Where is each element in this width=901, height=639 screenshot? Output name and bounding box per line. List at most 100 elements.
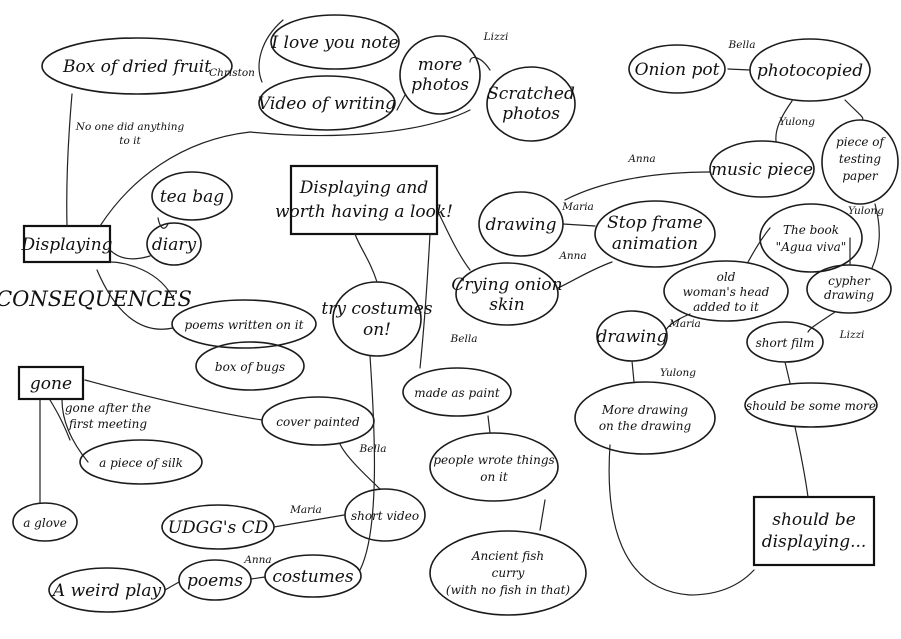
short-video-bubble (344, 488, 426, 542)
label-line: testing (839, 152, 881, 166)
connector-meeting-gone (49, 399, 71, 441)
connector-photos-displaying (99, 109, 471, 227)
connector-poems-displaying-2 (96, 269, 174, 330)
connector-costumes-displaying (354, 233, 378, 283)
label-line: costumes (272, 567, 353, 587)
label-line: on the drawing (599, 419, 692, 433)
node-shapes (12, 14, 899, 616)
label-line: cover painted (276, 415, 360, 429)
connector-video-cover (339, 443, 381, 490)
people-wrote-bubble (429, 432, 559, 502)
label-line: Yulong (779, 116, 815, 128)
label-line: music piece (711, 160, 813, 180)
label-line: gone after the (65, 401, 151, 415)
edge-label-lizzi-right: Lizzi (839, 329, 865, 341)
should-be-more-bubble (744, 382, 878, 428)
poems-written-bubble (171, 299, 317, 349)
label-line: poems written on it (185, 318, 304, 332)
video-writing-bubble (258, 75, 396, 131)
made-as-paint-label: made as paint (414, 386, 500, 400)
connector-fish-wrote (539, 499, 546, 531)
label-line: skin (489, 295, 524, 315)
photocopied-label: photocopied (757, 61, 863, 81)
label-line: Bella (450, 333, 478, 345)
cypher-drawing-bubble (806, 264, 892, 314)
connector-drawing-more (631, 360, 635, 383)
label-line: try costumes (321, 299, 432, 319)
label-line: people wrote things (433, 453, 554, 467)
connector-cypher-film (807, 311, 836, 333)
label-line: Maria (561, 201, 594, 213)
label-line: curry (492, 566, 525, 580)
connector-music-drawing (564, 171, 711, 201)
label-line: Bella (359, 443, 387, 455)
udggs-cd-label: UDGG's CD (168, 518, 269, 538)
connector-stop-crying (557, 261, 613, 289)
connector-should-displaying (794, 426, 809, 498)
poems-written-label: poems written on it (185, 318, 304, 332)
love-note-label: I love you note (270, 33, 398, 53)
box-bugs-label: box of bugs (215, 360, 285, 374)
label-line: box of bugs (215, 360, 285, 374)
label-line: diary (152, 235, 197, 255)
connector-drawing-stop (562, 223, 596, 227)
edge-label-yulong-3: Yulong (660, 367, 696, 379)
cover-painted-label: cover painted (276, 415, 360, 429)
label-line: Anna (558, 250, 586, 262)
label-line: made as paint (414, 386, 500, 400)
drawing-2-label: drawing (597, 327, 668, 347)
more-photos-bubble (399, 35, 481, 115)
consequences-title: CONSEQUENCES (0, 287, 192, 311)
label-line: Anna (243, 554, 271, 566)
label-line: Anna (627, 153, 655, 165)
connector-photocopied-music (775, 100, 793, 142)
connectors (39, 19, 880, 596)
poems-label: poems (187, 571, 243, 591)
label-line: The book (783, 223, 839, 237)
video-writing-label: Video of writing (258, 94, 396, 114)
label-line: Video of writing (258, 94, 396, 114)
label-line: A weird play (51, 581, 162, 601)
the-book-label: The book"Agua viva" (776, 223, 847, 254)
edge-label-anna-mid: Anna (558, 250, 586, 262)
label-line: Onion pot (635, 60, 720, 80)
label-line: CONSEQUENCES (0, 287, 192, 311)
weird-play-label: A weird play (51, 581, 162, 601)
connector-video-photos (396, 94, 406, 111)
label-line: Yulong (848, 205, 884, 217)
label-line: displaying... (762, 532, 867, 552)
the-book-bubble (759, 203, 863, 273)
label-line: Bella (728, 39, 756, 51)
label-line: should be some more (746, 399, 876, 413)
scratched-photos-bubble (486, 66, 576, 142)
label-line: on it (480, 470, 508, 484)
connector-scratched-photos (469, 56, 491, 71)
label-line: a glove (23, 516, 67, 530)
music-piece-bubble (709, 140, 815, 198)
connector-note-video (258, 19, 284, 83)
edge-label-yulong-2: Yulong (848, 205, 884, 217)
label-line: short video (351, 509, 419, 523)
label-line: photos (502, 104, 560, 124)
connector-crying-displaying (436, 209, 471, 271)
label-line: Lizzi (839, 329, 865, 341)
connector-paint-displaying (419, 233, 431, 369)
tea-bag-bubble (151, 171, 233, 221)
label-line: Maria (668, 318, 701, 330)
label-line: added to it (693, 300, 759, 314)
label-line: Yulong (660, 367, 696, 379)
short-film-label: short film (756, 336, 815, 350)
box-bugs-bubble (195, 341, 305, 391)
edge-label-lizzi-top: Lizzi (483, 31, 509, 43)
tea-bag-label: tea bag (160, 187, 224, 207)
edge-label-anna-low: Anna (243, 554, 271, 566)
edge-label-anna-top: Anna (627, 153, 655, 165)
piece-silk-bubble (79, 439, 203, 485)
